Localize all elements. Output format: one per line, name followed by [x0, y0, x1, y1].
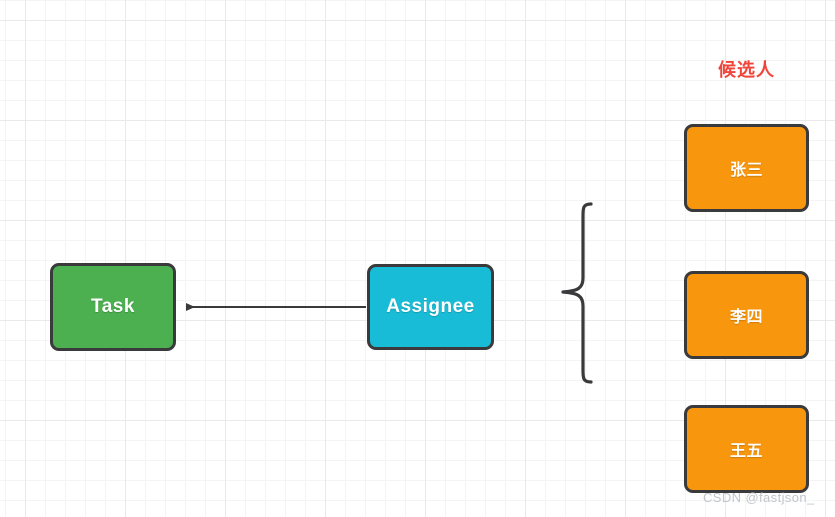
curly-brace — [561, 202, 593, 384]
node-candidate-3-label: 王五 — [729, 443, 763, 460]
node-assignee[interactable]: Assignee — [367, 264, 494, 350]
node-assignee-label: Assignee — [386, 296, 475, 317]
node-candidate-1[interactable]: 张三 — [684, 124, 809, 212]
node-candidate-3[interactable]: 王五 — [684, 405, 809, 493]
watermark: CSDN @fastjson_ — [703, 490, 815, 505]
node-task-label: Task — [91, 296, 135, 317]
node-candidate-1-label: 张三 — [729, 162, 763, 179]
node-candidate-2-label: 李四 — [729, 309, 763, 326]
node-candidate-2[interactable]: 李四 — [684, 271, 809, 359]
candidates-title: 候选人 — [718, 60, 775, 80]
node-task[interactable]: Task — [50, 263, 176, 351]
